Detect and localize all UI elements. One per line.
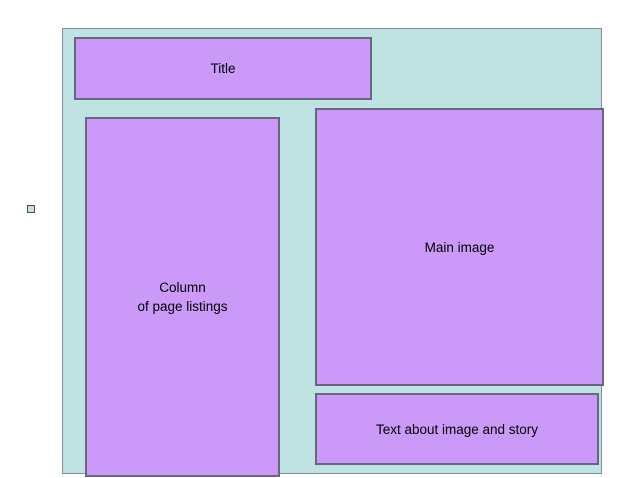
block-caption-label: Text about image and story <box>375 421 539 437</box>
page-frame[interactable]: Title Column of page listings Main image… <box>62 28 604 477</box>
block-main-image-label: Main image <box>424 239 495 255</box>
block-column-label: Column of page listings <box>137 280 228 314</box>
selection-handle[interactable] <box>27 205 35 213</box>
block-caption-text[interactable]: Text about image and story <box>315 393 599 465</box>
block-main-image[interactable]: Main image <box>315 108 604 386</box>
block-title[interactable]: Title <box>74 37 372 100</box>
block-column-of-page-listings[interactable]: Column of page listings <box>85 117 280 477</box>
block-title-label: Title <box>210 61 236 76</box>
